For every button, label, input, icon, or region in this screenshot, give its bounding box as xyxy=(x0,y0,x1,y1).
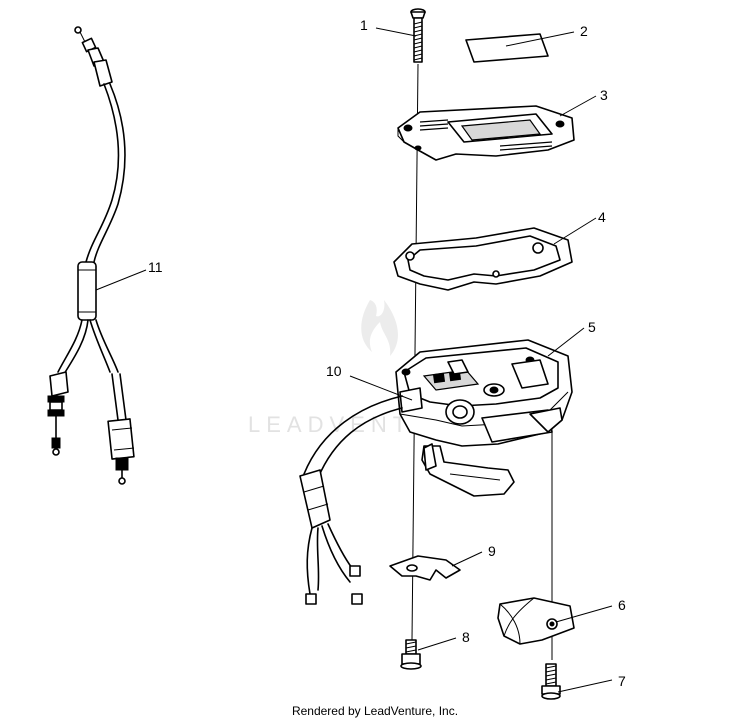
callout-9: 9 xyxy=(488,543,496,559)
callout-5: 5 xyxy=(588,319,596,335)
callout-6: 6 xyxy=(618,597,626,613)
part-2-decal xyxy=(465,33,549,63)
part-4-gasket xyxy=(393,227,573,291)
callout-3: 3 xyxy=(600,87,608,103)
part-3-cover xyxy=(397,105,575,161)
part-9-clip xyxy=(389,555,461,581)
part-1-screw xyxy=(410,8,426,63)
callout-2: 2 xyxy=(580,23,588,39)
callout-labels: 1 2 3 4 5 6 7 8 9 10 11 xyxy=(148,17,626,689)
part-7-bolt xyxy=(541,663,561,700)
callout-10: 10 xyxy=(326,363,342,379)
callout-8: 8 xyxy=(462,629,470,645)
part-8-screw xyxy=(400,639,422,670)
callout-4: 4 xyxy=(598,209,606,225)
footer-credit: Rendered by LeadVenture, Inc. xyxy=(291,704,459,718)
callout-11: 11 xyxy=(148,259,163,275)
callout-7: 7 xyxy=(618,673,626,689)
part-6-clamp xyxy=(497,597,575,645)
leader-lines xyxy=(95,27,613,693)
part-5-throttle-housing xyxy=(395,339,573,497)
part-11-throttle-cable xyxy=(47,26,135,485)
callout-1: 1 xyxy=(360,17,368,33)
